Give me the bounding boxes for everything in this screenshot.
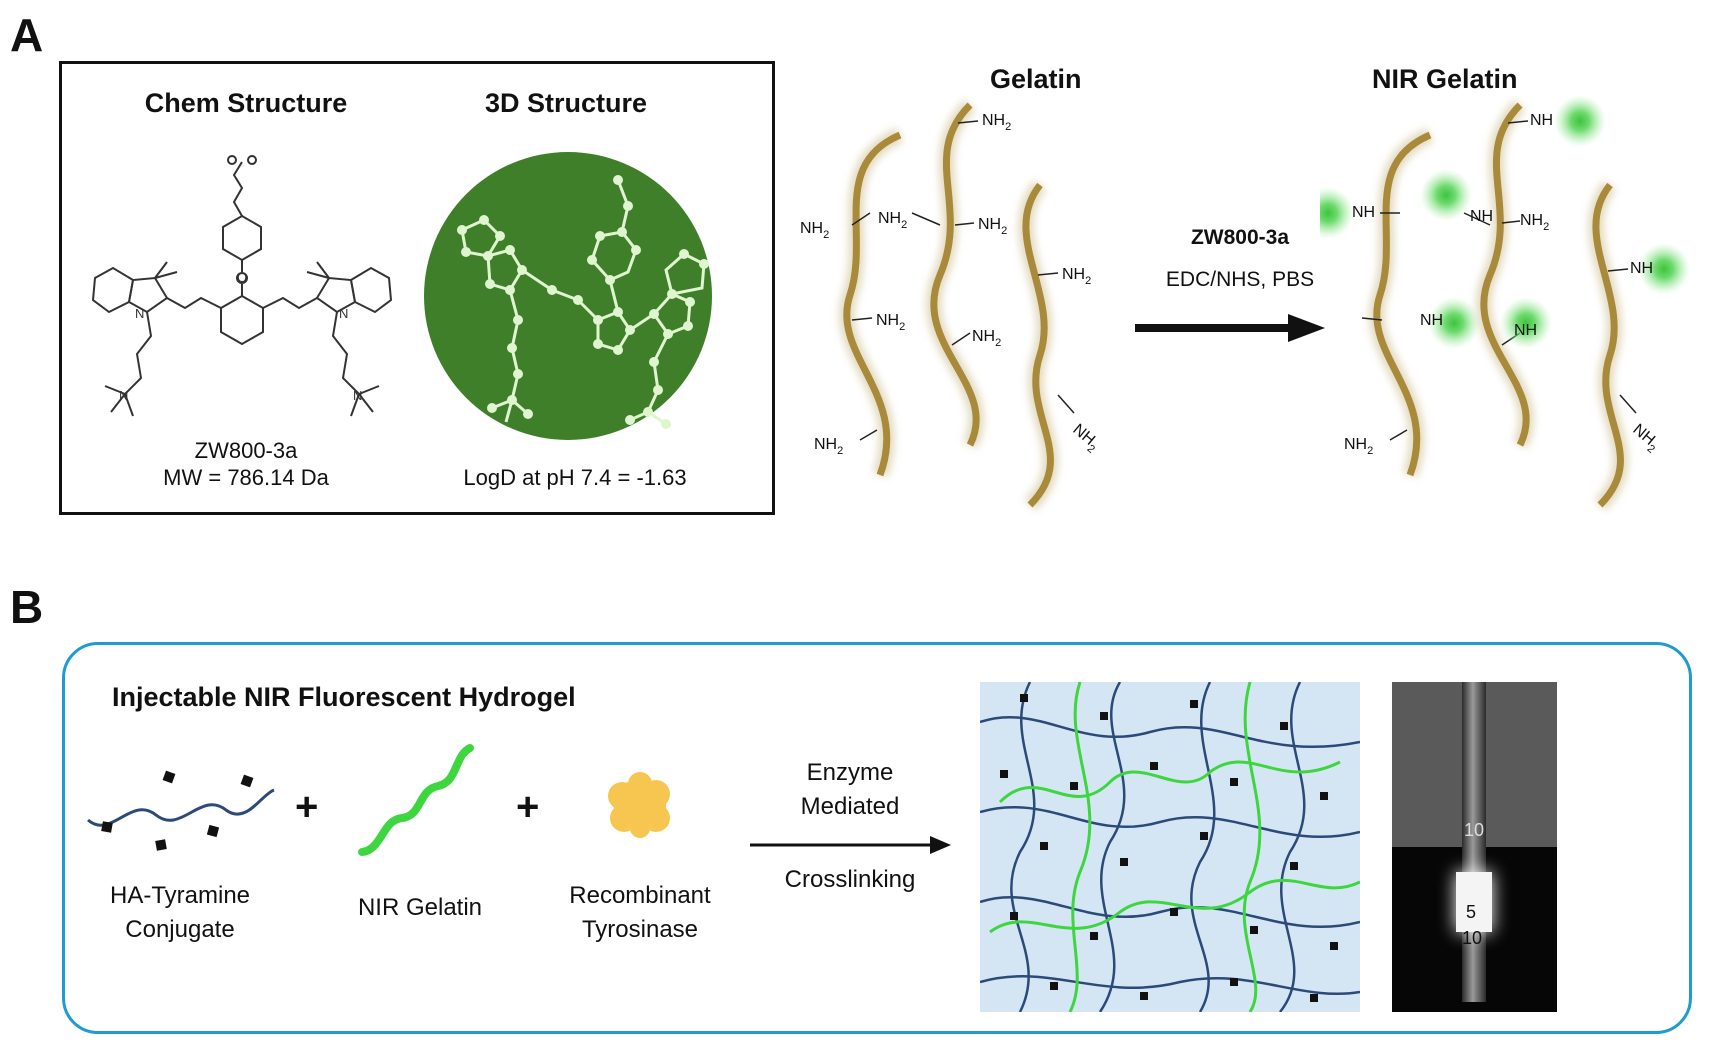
svg-text:NH2: NH2: [982, 112, 1011, 133]
svg-text:NH: NH: [1470, 208, 1493, 225]
svg-text:O: O: [237, 270, 247, 285]
syringe-mark-bottom: 10: [1462, 928, 1483, 948]
hydrogel-title: Injectable NIR Fluorescent Hydrogel: [112, 682, 576, 712]
dye-structure-box: [59, 61, 775, 515]
svg-text:NH2: NH2: [1627, 421, 1663, 456]
arrow-label-mediated: Mediated: [800, 793, 900, 820]
reagent-label: ZW800-3a: [1190, 226, 1290, 249]
crosslinking-arrow: [750, 836, 951, 854]
plus-sign-2: +: [516, 785, 540, 829]
svg-text:N: N: [353, 388, 362, 403]
syringe-mark-middle: 5: [1466, 902, 1477, 922]
syringe-mark-top: 10: [1464, 820, 1485, 840]
svg-text:NH: NH: [1514, 322, 1537, 339]
arrow-label-crosslinking: Crosslinking: [784, 866, 916, 893]
nir-gelatin-icon: [358, 744, 474, 856]
plus-sign-1: +: [295, 785, 319, 829]
svg-text:N: N: [339, 306, 348, 321]
svg-text:NH: NH: [1530, 112, 1553, 129]
tyrosinase-label-line1: Recombinant: [569, 882, 711, 909]
molecular-weight: MW = 786.14 Da: [163, 465, 329, 490]
svg-text:NH2: NH2: [800, 220, 829, 241]
3d-structure-sphere: [424, 152, 712, 440]
reaction-arrow: [1135, 314, 1325, 342]
3d-structure-title: 3D Structure: [484, 88, 648, 118]
chem-structure-drawing: N N N N O: [91, 155, 393, 417]
svg-text:NH: NH: [1352, 204, 1375, 221]
nir-gelatin-strands: NH NH NH NH2 NH NH NH NH2 NH2: [1320, 95, 1690, 511]
ha-tyramine-icon: [87, 770, 275, 851]
gelatin-title: Gelatin: [990, 64, 1082, 94]
svg-text:NH2: NH2: [1062, 266, 1091, 287]
arrow-label-enzyme: Enzyme: [806, 759, 894, 786]
nir-gelatin-title: NIR Gelatin: [1372, 64, 1518, 94]
hydrogel-box: [62, 642, 1692, 1034]
logd-value: LogD at pH 7.4 = -1.63: [463, 465, 687, 490]
nir-gelatin-label: NIR Gelatin: [357, 894, 483, 921]
fluorescent-gel: [1456, 872, 1492, 932]
compound-name: ZW800-3a: [194, 438, 298, 463]
syringe-barrel: [1462, 682, 1486, 1002]
svg-text:NH2: NH2: [1344, 436, 1373, 457]
ha-label-line1: HA-Tyramine: [109, 882, 251, 909]
svg-text:N: N: [135, 306, 144, 321]
syringe-photo-top: 10 5 10: [1392, 682, 1557, 1012]
svg-text:NH2: NH2: [876, 312, 905, 333]
conditions-label: EDC/NHS, PBS: [1165, 268, 1315, 291]
tyrosinase-label-line2: Tyrosinase: [581, 916, 699, 943]
svg-text:NH2: NH2: [978, 216, 1007, 237]
chem-structure-title: Chem Structure: [144, 88, 348, 118]
gelatin-strands: NH2 NH2 NH2 NH2 NH2 NH2 NH2 NH2 NH2: [800, 99, 1103, 511]
svg-text:NH2: NH2: [878, 210, 907, 231]
svg-text:NH2: NH2: [1067, 421, 1103, 456]
panel-b-letter: B: [10, 581, 44, 633]
svg-text:NH2: NH2: [972, 328, 1001, 349]
svg-text:NH2: NH2: [814, 436, 843, 457]
hydrogel-network: [980, 682, 1360, 1012]
svg-text:NH: NH: [1630, 260, 1653, 277]
tyrosinase-icon: [608, 772, 670, 838]
svg-text:NH: NH: [1420, 312, 1443, 329]
svg-text:N: N: [119, 388, 128, 403]
panel-a-letter: A: [10, 9, 44, 61]
ha-label-line2: Conjugate: [125, 916, 235, 943]
svg-text:NH2: NH2: [1520, 212, 1549, 233]
